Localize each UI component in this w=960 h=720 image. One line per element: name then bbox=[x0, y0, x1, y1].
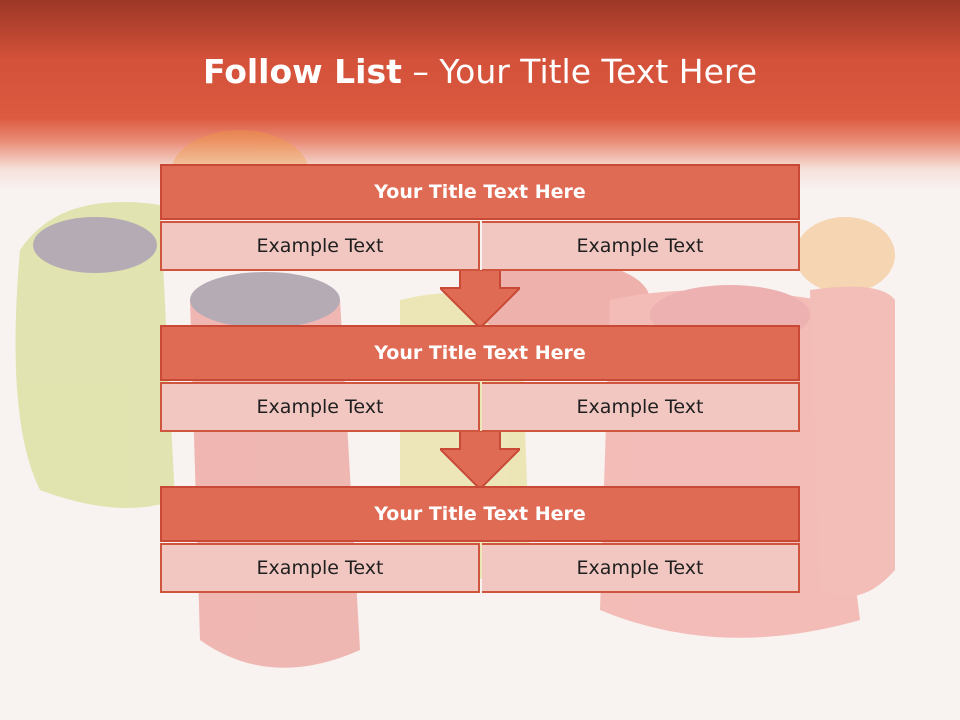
header-band bbox=[0, 0, 960, 190]
list-block: Your Title Text Here Example Text Exampl… bbox=[160, 325, 800, 432]
block-cell-left: Example Text bbox=[160, 382, 480, 432]
block-cell-right: Example Text bbox=[482, 221, 800, 271]
block-row: Example Text Example Text bbox=[160, 543, 800, 593]
block-title: Your Title Text Here bbox=[160, 486, 800, 542]
block-row: Example Text Example Text bbox=[160, 221, 800, 271]
block-cell-right: Example Text bbox=[482, 382, 800, 432]
block-cell-left: Example Text bbox=[160, 543, 480, 593]
block-title: Your Title Text Here bbox=[160, 325, 800, 381]
down-arrow-icon bbox=[440, 270, 520, 330]
slide-title: Follow List – Your Title Text Here bbox=[202, 52, 758, 91]
down-arrow-icon bbox=[440, 431, 520, 491]
block-row: Example Text Example Text bbox=[160, 382, 800, 432]
block-cell-left: Example Text bbox=[160, 221, 480, 271]
list-block: Your Title Text Here Example Text Exampl… bbox=[160, 164, 800, 271]
block-cell-right: Example Text bbox=[482, 543, 800, 593]
block-title: Your Title Text Here bbox=[160, 164, 800, 220]
list-block: Your Title Text Here Example Text Exampl… bbox=[160, 486, 800, 593]
